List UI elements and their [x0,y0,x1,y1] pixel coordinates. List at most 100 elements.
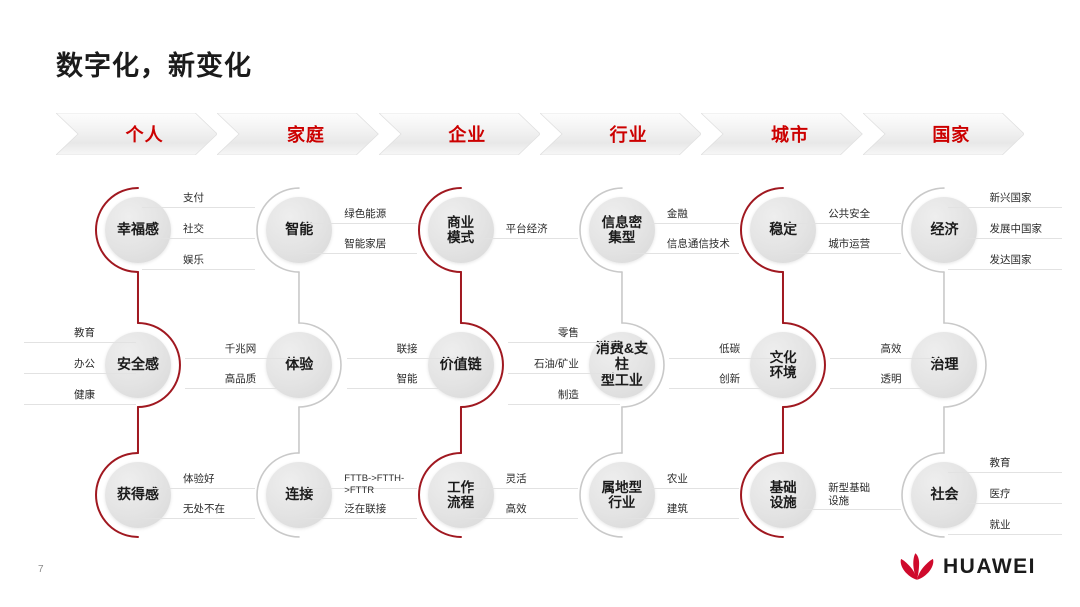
tag-divider [142,207,256,208]
node-circle[interactable]: 价值链 [427,332,494,398]
tag-divider [625,518,740,519]
tag-divider [303,518,417,519]
node-circle[interactable]: 安全感 [105,332,171,398]
tag-divider [507,342,620,343]
connector-arc [901,187,988,538]
tag-divider [948,534,1062,535]
page-number: 7 [38,564,44,575]
node-circle[interactable]: 工作 流程 [427,462,494,528]
node-label: 消费&支柱 型工业 [595,340,648,388]
chevron-shape [701,113,863,155]
chevron-5[interactable]: 城市 [701,113,863,155]
node-tag: 高品质 [224,373,257,385]
node-circle[interactable]: 消费&支柱 型工业 [588,332,655,398]
node-label: 稳定 [769,221,798,238]
node-label: 体验 [285,356,314,373]
chevron-6[interactable]: 国家 [862,113,1024,155]
node-label: 智能 [285,221,314,238]
node-tag: 娱乐 [183,254,204,266]
connector-arc [579,187,665,538]
node-label: 工作 流程 [447,479,475,510]
node-circle[interactable]: 商业 模式 [427,197,494,263]
connector-arc [95,187,181,538]
tag-divider [23,404,136,405]
tag-divider [142,238,256,239]
node-circle[interactable]: 幸福感 [105,197,171,263]
tag-divider [185,388,298,389]
node-circle[interactable]: 社会 [911,462,978,528]
tag-divider [507,373,620,374]
chevron-shape [862,113,1024,155]
tag-divider [142,488,256,489]
node-tag: 医疗 [989,488,1011,500]
tag-divider [346,358,459,359]
node-circle[interactable]: 基础 设施 [750,462,817,528]
page-title: 数字化，新变化 [56,51,252,81]
connector-arc [740,187,827,538]
chevron-2[interactable]: 家庭 [217,113,379,155]
node-tag: 办公 [73,358,95,370]
node-tag: 智能家居 [344,238,387,250]
node-tag: 泛在联接 [344,503,387,515]
tag-divider [142,269,256,270]
tag-divider [625,223,740,224]
node-circle[interactable]: 治理 [911,332,978,398]
tag-divider [464,518,578,519]
node-label: 信息密 集型 [601,214,643,245]
node-tag: 发展中国家 [989,223,1042,235]
column-城市: 稳定公共安全城市运营文化 环境低碳创新基础 设施新型基础 设施 [669,168,901,538]
node-circle[interactable]: 体验 [266,332,333,398]
node-label: 属地型 行业 [601,479,643,510]
chevron-label: 家庭 [286,125,325,145]
node-label: 幸福感 [117,221,159,238]
tag-divider [346,388,459,389]
chevron-3[interactable]: 企业 [378,113,540,155]
node-tag: 就业 [989,519,1011,531]
node-circle[interactable]: 智能 [266,197,333,263]
node-circle[interactable]: 属地型 行业 [588,462,655,528]
tag-divider [787,223,901,224]
node-tag: FTTB->FTTH->FTTR [344,473,405,496]
tag-divider [669,358,782,359]
chevron-1[interactable]: 个人 [56,113,218,155]
tag-divider [303,253,417,254]
tag-divider [830,388,943,389]
chevron-shape [56,113,218,155]
node-tag: 信息通信技术 [666,238,730,250]
node-tag: 绿色能源 [344,208,387,220]
node-tag: 低碳 [719,343,741,355]
node-tag: 石油/矿业 [533,358,579,370]
huawei-logo: HUAWEI [900,553,1036,581]
column-企业: 商业 模式平台经济价值链联接智能工作 流程灵活高效 [346,168,578,538]
node-label: 价值链 [439,356,482,373]
node-circle[interactable]: 信息密 集型 [588,197,655,263]
node-circle[interactable]: 经济 [911,197,978,263]
node-circle[interactable]: 获得感 [105,462,171,528]
columns-container: 幸福感支付社交娱乐安全感教育办公健康获得感体验好无处不在智能绿色能源智能家居体验… [23,168,1062,538]
node-circle[interactable]: 稳定 [750,197,817,263]
tag-divider [303,488,417,489]
tag-divider [948,503,1062,504]
node-circle[interactable]: 连接 [266,462,333,528]
chevron-shape [217,113,379,155]
node-tag: 教育 [73,327,95,339]
tag-divider [948,238,1062,239]
node-tag: 体验好 [183,473,215,485]
node-tag: 社交 [183,223,204,235]
node-label: 文化 环境 [769,349,797,380]
node-circle[interactable]: 文化 环境 [750,332,817,398]
connector-arc [417,187,504,538]
node-label: 安全感 [117,356,159,373]
chevron-4[interactable]: 行业 [540,113,702,155]
tag-divider [185,358,298,359]
tag-divider [948,207,1062,208]
node-tag: 千兆网 [224,343,257,355]
node-tag: 公共安全 [828,208,871,220]
huawei-flower-icon [900,553,934,580]
node-tag: 无处不在 [183,503,225,515]
chevron-label: 个人 [125,125,164,145]
node-tag: 健康 [73,389,95,401]
column-家庭: 智能 绿色能源智能家居体验 千兆网高品质连接 FTTB->FTTH->FTTR 泛在联接 [185,168,417,538]
chevron-shape [378,113,540,155]
chevron-label: 城市 [770,125,809,145]
